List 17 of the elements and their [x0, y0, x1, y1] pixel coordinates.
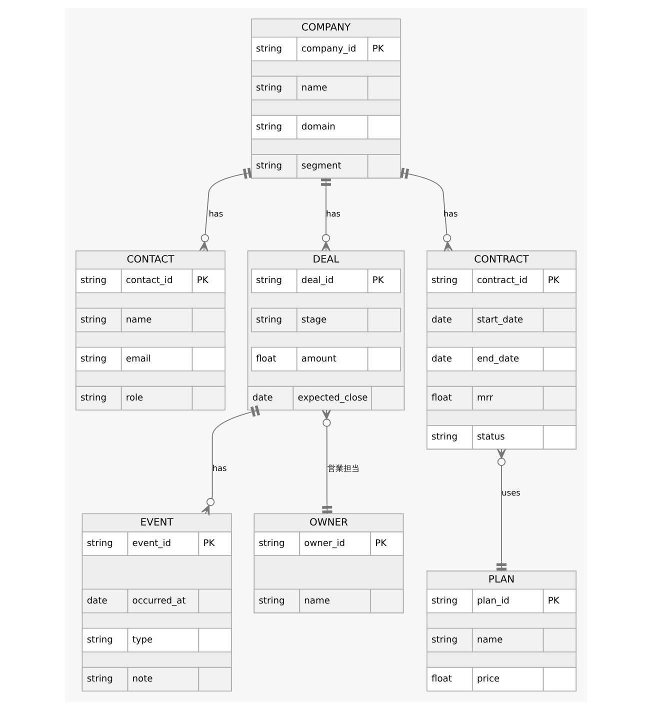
node-text: date start_date	[430, 315, 523, 326]
node-text: string stage	[255, 315, 326, 326]
connector	[400, 168, 452, 252]
connector	[320, 178, 330, 252]
node-text: string name	[255, 83, 327, 94]
edge-label: has	[326, 208, 340, 218]
edge-label: 営業担当	[327, 463, 360, 474]
edge-label: has	[442, 208, 458, 218]
edge-label: uses	[501, 488, 520, 498]
node-text: string name	[80, 315, 152, 326]
edge-label: has	[212, 463, 226, 474]
connector	[198, 168, 252, 252]
node-text: string name	[430, 635, 502, 646]
connector	[200, 405, 260, 516]
edge-label: has	[208, 208, 223, 218]
node-text: float mrr	[430, 393, 493, 404]
node-text: date occurred_at	[86, 596, 186, 606]
